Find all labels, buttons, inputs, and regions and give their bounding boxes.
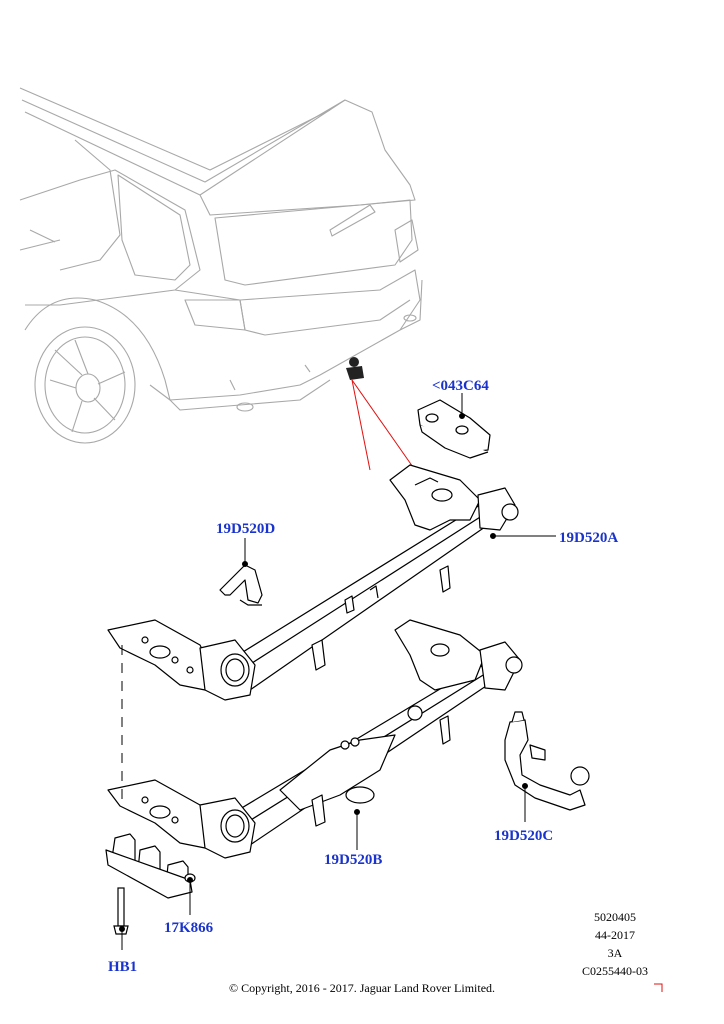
callout-19d520b: 19D520B: [324, 852, 382, 868]
ref-code: C0255440-03: [582, 964, 648, 978]
vehicle-tow-ball: [346, 357, 364, 380]
leader-lines: [119, 393, 556, 950]
red-leader-lines: [351, 379, 416, 471]
tow-bar-assembly-upper: [107, 464, 519, 701]
vehicle-outline: [19, 87, 423, 444]
callout-labels: <043C64 19D520A 19D520D 19D520B 19D520C …: [108, 378, 618, 975]
part-043c64: [417, 399, 491, 459]
ref-number: 5020405: [594, 910, 636, 924]
brackets-17k866: [105, 833, 196, 899]
copyright-notice: © Copyright, 2016 - 2017. Jaguar Land Ro…: [228, 981, 496, 995]
ref-date: 44-2017: [595, 928, 635, 942]
bracket-19d520d: [219, 564, 263, 606]
callout-17k866: 17K866: [164, 920, 214, 936]
callout-hb1: HB1: [108, 959, 137, 975]
callout-043c64: <043C64: [432, 378, 489, 394]
ref-revision: 3A: [607, 946, 623, 960]
callout-19d520d: 19D520D: [216, 521, 275, 537]
callout-19d520a: 19D520A: [559, 530, 618, 546]
corner-mark: [654, 983, 663, 992]
callout-19d520c: 19D520C: [494, 828, 553, 844]
detachable-tow-ball-19d520c: [504, 711, 590, 811]
tow-bar-assembly-lower: [107, 619, 523, 859]
